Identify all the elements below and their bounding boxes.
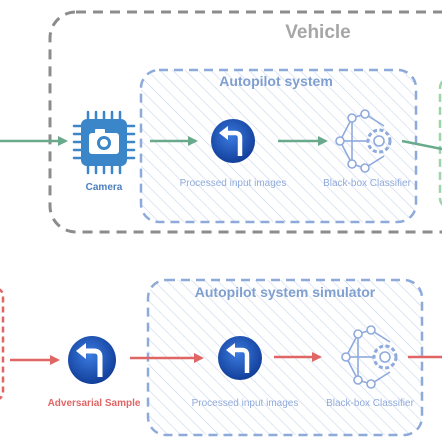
input-box-bottom — [0, 288, 5, 400]
autopilot-simulator-title: Autopilot system simulator — [195, 284, 376, 300]
arrow-classifier-out-top — [401, 139, 442, 151]
classifier-label-bottom: Black-box Classifier — [326, 398, 414, 409]
camera-label: Camera — [86, 182, 123, 193]
classifier-label-top: Black-box Classifier — [323, 178, 411, 189]
camera-chip-icon — [72, 110, 136, 175]
turn-left-sign-icon — [68, 336, 116, 384]
autopilot-system-title: Autopilot system — [219, 73, 333, 89]
neural-network-gear-icon — [335, 109, 392, 173]
processed-input-label-bottom: Processed input images — [192, 398, 299, 409]
vehicle-boundary — [48, 10, 442, 234]
vehicle-title: Vehicle — [285, 22, 351, 43]
turn-left-sign-icon — [211, 119, 255, 163]
adversarial-sample-label: Adversarial Sample — [48, 398, 141, 409]
turn-left-sign-icon — [218, 336, 262, 380]
autopilot-system-box — [139, 68, 418, 224]
neural-network-gear-icon — [341, 325, 398, 389]
processed-input-label-top: Processed input images — [180, 178, 287, 189]
